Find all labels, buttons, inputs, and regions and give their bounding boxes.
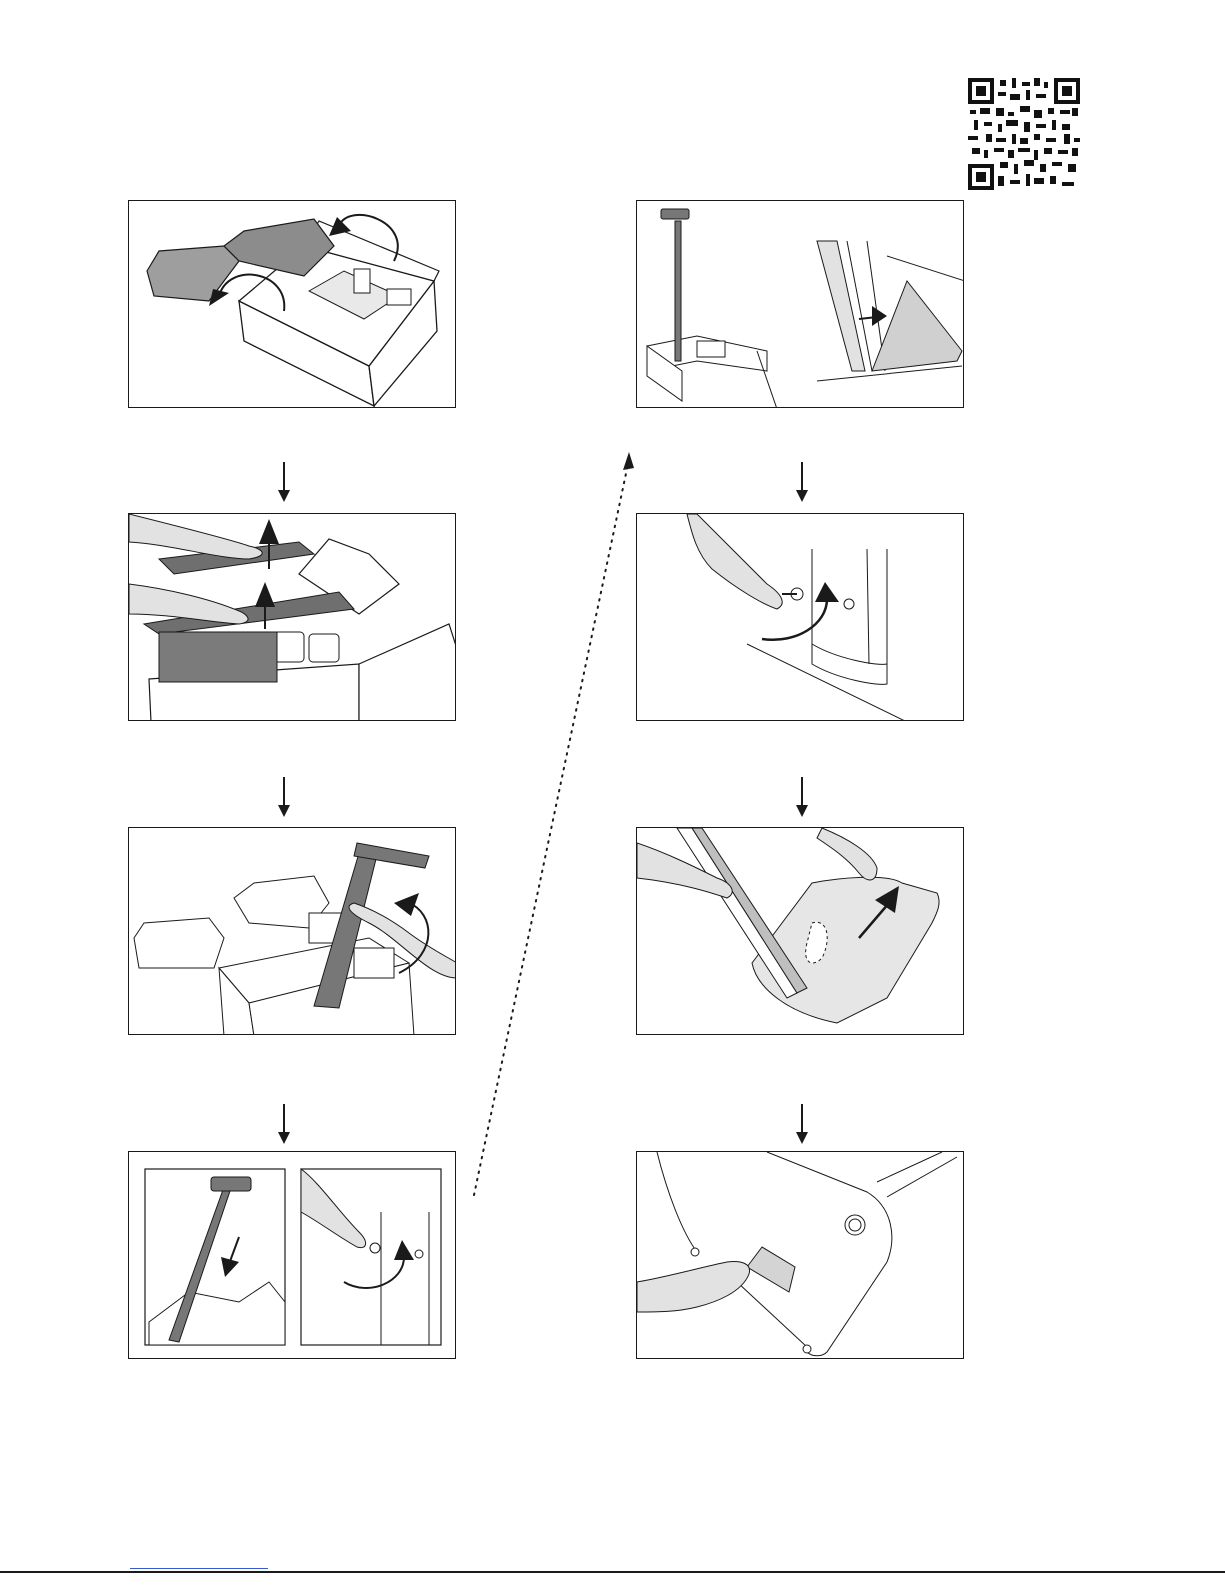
step-4-panel bbox=[128, 1151, 456, 1359]
step-5-panel bbox=[636, 200, 964, 408]
down-arrow-icon bbox=[276, 462, 292, 502]
down-arrow-icon bbox=[794, 777, 810, 817]
raise-handle-illustration bbox=[129, 828, 456, 1035]
extend-handle-and-screw-illustration bbox=[129, 1152, 456, 1359]
footer-rule bbox=[0, 1571, 1225, 1573]
step-6-panel bbox=[636, 513, 964, 721]
step-8-panel bbox=[636, 1151, 964, 1359]
down-arrow-icon bbox=[794, 1104, 810, 1144]
lift-out-of-box-illustration bbox=[637, 828, 964, 1035]
open-box-flaps-illustration bbox=[129, 201, 456, 408]
handle-upright-in-box-illustration bbox=[637, 201, 964, 408]
step-3-panel bbox=[128, 827, 456, 1035]
step-1-panel bbox=[128, 200, 456, 408]
footer-link-underline[interactable] bbox=[130, 1556, 268, 1569]
step-2-panel bbox=[128, 513, 456, 721]
lift-foam-inserts-illustration bbox=[129, 514, 456, 721]
step-7-panel bbox=[636, 827, 964, 1035]
remove-label-illustration bbox=[637, 1152, 964, 1359]
down-arrow-icon bbox=[276, 777, 292, 817]
tighten-knob-illustration bbox=[637, 514, 964, 721]
down-arrow-icon bbox=[276, 1104, 292, 1144]
down-arrow-icon bbox=[794, 462, 810, 502]
